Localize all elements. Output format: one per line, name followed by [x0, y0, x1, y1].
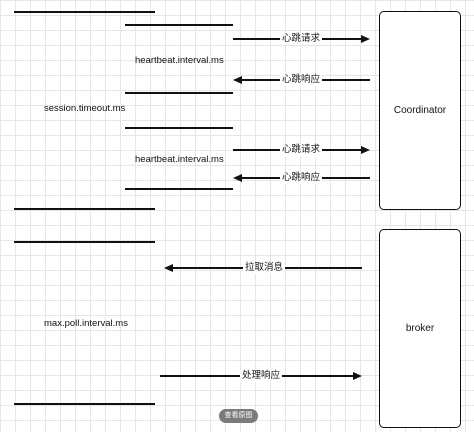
process-response-label: 处理响应 — [240, 370, 283, 382]
heartbeat-request-arrow-1: 心跳请求 — [233, 33, 370, 45]
broker-box: broker — [379, 229, 461, 428]
heartbeat-interval-label-1: heartbeat.interval.ms — [135, 55, 224, 66]
heartbeat-interval-label-2: heartbeat.interval.ms — [135, 154, 224, 165]
arrow-head-icon — [353, 371, 362, 380]
max-poll-interval-label: max.poll.interval.ms — [44, 318, 128, 329]
heartbeat-request-label-2: 心跳请求 — [280, 144, 323, 156]
process-response-arrow: 处理响应 — [160, 370, 362, 382]
arrow-head-icon — [233, 173, 242, 182]
heartbeat-response-arrow-1: 心跳响应 — [233, 74, 370, 86]
heartbeat-response-arrow-2: 心跳响应 — [233, 172, 370, 184]
coordinator-box: Coordinator — [379, 11, 461, 210]
timeline-line-poll-start — [14, 241, 155, 243]
arrow-head-icon — [361, 145, 370, 154]
coordinator-label: Coordinator — [393, 105, 447, 116]
timeline-line-heartbeat1-end — [125, 92, 233, 94]
view-original-button[interactable]: 查看原图 — [219, 409, 258, 423]
timeline-line-heartbeat1-start — [125, 24, 233, 26]
heartbeat-request-arrow-2: 心跳请求 — [233, 144, 370, 156]
arrow-head-icon — [361, 34, 370, 43]
timeline-line-session-end — [14, 208, 155, 210]
heartbeat-response-label-1: 心跳响应 — [280, 74, 323, 86]
timeline-line-session-start — [14, 11, 155, 13]
pull-message-arrow: 拉取消息 — [164, 262, 362, 274]
arrow-head-icon — [233, 75, 242, 84]
session-timeout-label: session.timeout.ms — [44, 103, 126, 114]
arrow-head-icon — [164, 263, 173, 272]
timeline-line-poll-end — [14, 403, 155, 405]
timeline-line-heartbeat2-start — [125, 127, 233, 129]
timeline-line-heartbeat2-end — [125, 188, 233, 190]
pull-message-label: 拉取消息 — [243, 262, 286, 274]
broker-label: broker — [405, 323, 435, 334]
heartbeat-request-label-1: 心跳请求 — [280, 33, 323, 45]
heartbeat-response-label-2: 心跳响应 — [280, 172, 323, 184]
